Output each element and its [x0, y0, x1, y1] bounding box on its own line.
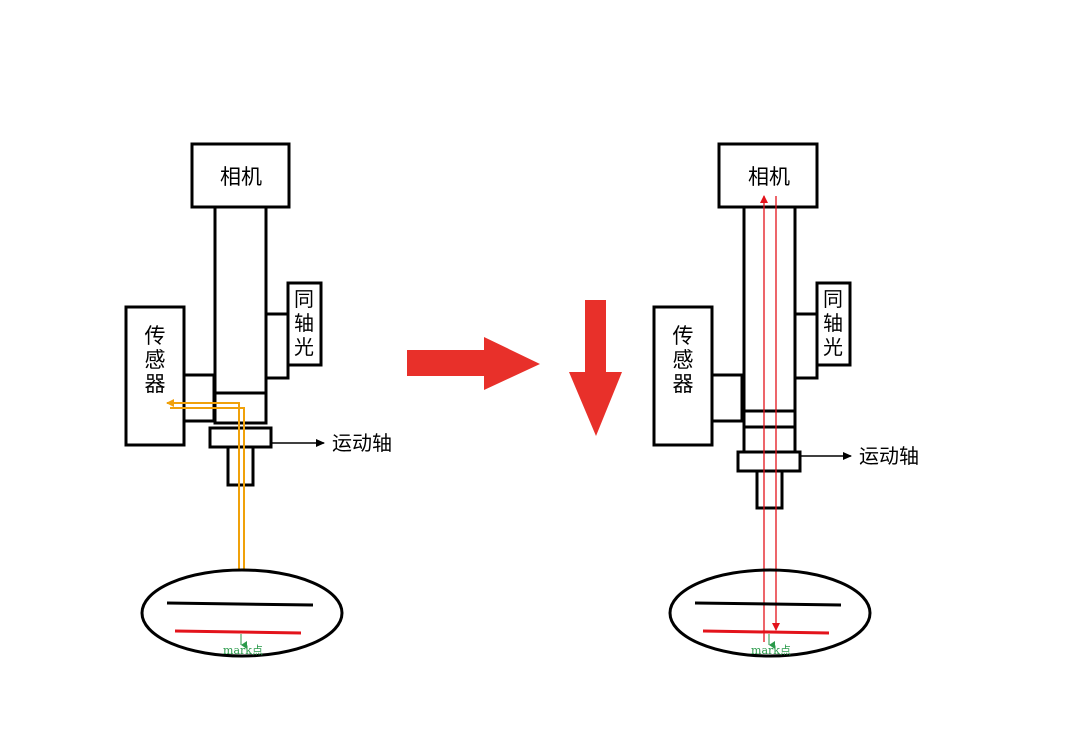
right-lens-nozzle: [755, 469, 784, 510]
right-coaxial-char-1: 同: [823, 287, 843, 311]
left-lens-nozzle: [226, 445, 255, 487]
left-sensor: 传 感 器: [124, 305, 216, 447]
right-motion-axis: 运动轴: [736, 444, 919, 473]
left-mark-label: mark点: [223, 644, 263, 657]
left-mark-line: [174, 629, 302, 635]
right-motion-axis-label: 运动轴: [859, 444, 919, 468]
left-camera-label: 相机: [220, 165, 262, 189]
right-sensor-char-3: 器: [673, 372, 694, 396]
right-camera: 相机: [717, 142, 819, 209]
right-coaxial-char-3: 光: [823, 335, 843, 359]
right-ring-1: [742, 409, 797, 429]
right-workpiece: mark点: [668, 568, 872, 658]
left-surface-line: [166, 601, 314, 607]
left-coaxial-char-1: 同: [294, 287, 314, 311]
left-sensor-char-3: 器: [145, 372, 166, 396]
left-sensor-char-1: 传: [145, 324, 166, 348]
right-surface-line: [694, 601, 842, 607]
left-sensor-char-2: 感: [145, 348, 166, 372]
arrow-right-icon: [407, 337, 540, 390]
right-sensor: 传 感 器: [652, 305, 744, 447]
right-ring-2: [742, 425, 797, 454]
arrow-down-icon: [569, 300, 622, 436]
left-motion-axis-label: 运动轴: [332, 431, 392, 455]
right-light-path: [760, 195, 780, 642]
left-workpiece: mark点: [140, 568, 344, 658]
left-coaxial-char-2: 轴: [294, 311, 314, 335]
right-lens-tube: [742, 205, 797, 413]
right-panel: 相机 同 轴 光 传 感 器 运动轴: [652, 142, 919, 658]
transition: [407, 300, 622, 436]
right-mark-label: mark点: [751, 644, 791, 657]
right-sensor-char-1: 传: [673, 324, 694, 348]
right-sensor-char-2: 感: [673, 348, 694, 372]
right-coaxial-light: 同 轴 光: [793, 281, 852, 380]
left-coaxial-light: 同 轴 光: [264, 281, 323, 380]
right-coaxial-char-2: 轴: [823, 311, 843, 335]
left-lens-tube: [213, 205, 268, 395]
left-coaxial-char-3: 光: [294, 335, 314, 359]
right-camera-label: 相机: [748, 165, 790, 189]
left-panel: 相机 同 轴 光 传 感 器 运动轴: [124, 142, 392, 658]
right-mark-line: [702, 629, 830, 635]
left-camera: 相机: [190, 142, 291, 209]
